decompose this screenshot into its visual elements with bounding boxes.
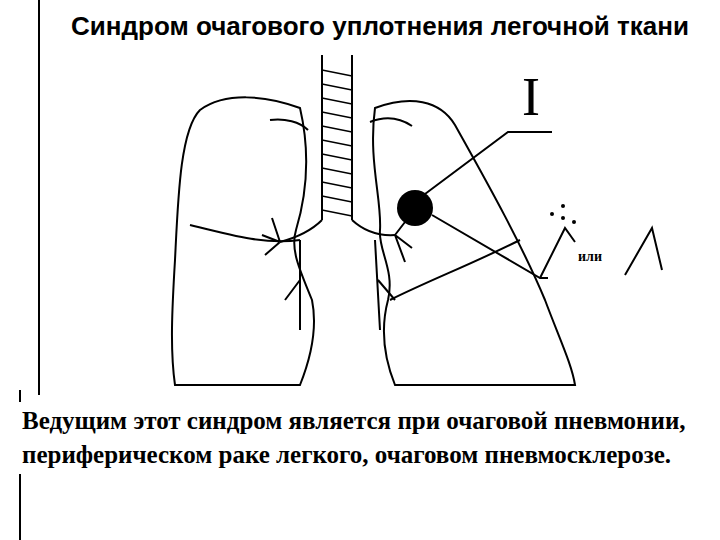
sound-dots: [550, 204, 576, 224]
diagram-title: Синдром очагового уплотнения легочной тк…: [60, 6, 700, 46]
sound-graph: [625, 228, 662, 275]
callout-number: I: [522, 70, 540, 124]
focal-consolidation: [397, 190, 433, 226]
sound-label: или: [578, 250, 602, 264]
sound-graph: [540, 228, 575, 278]
diagram-caption: Ведущим этот синдром является при очагов…: [18, 402, 716, 474]
trachea-rings: [322, 70, 352, 216]
leader-line: [432, 215, 548, 278]
leader-line: [425, 132, 552, 194]
